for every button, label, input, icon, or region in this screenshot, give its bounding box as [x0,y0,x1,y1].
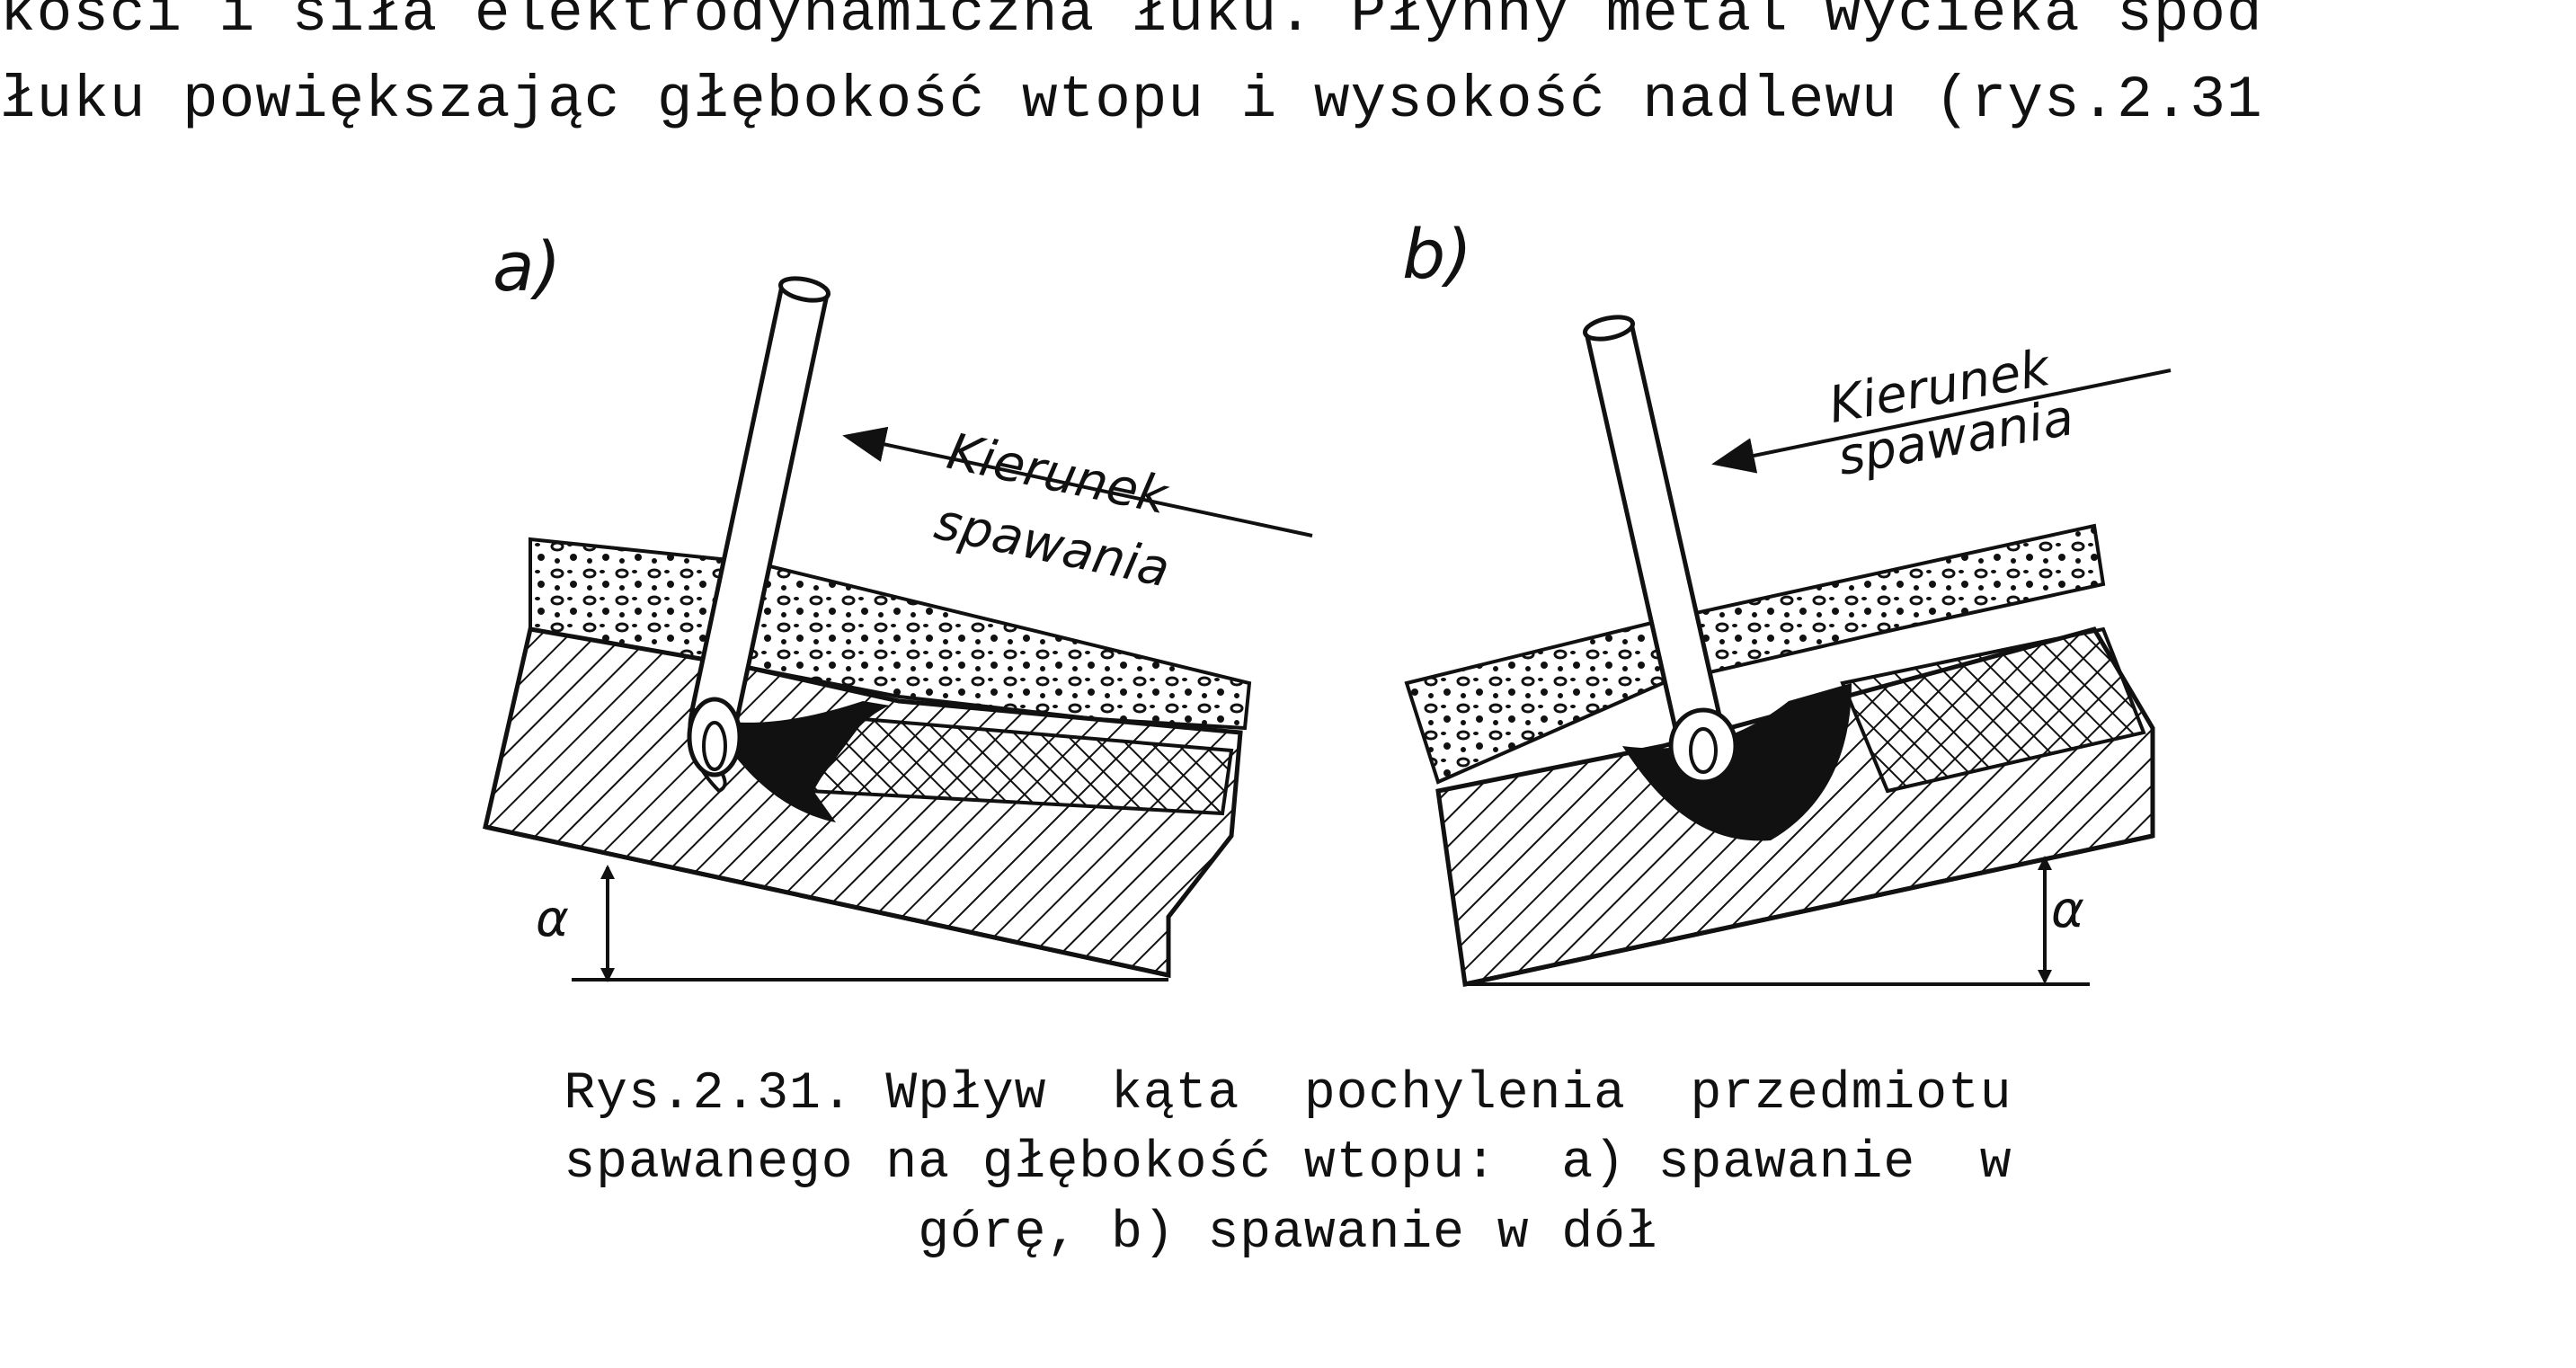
panel-b-direction-arrow [1711,369,2172,474]
panel-b-drawing [1404,315,2172,988]
panel-a-angle-label: α [536,890,569,948]
panel-b-label: b) [1402,214,1472,294]
panel-b-weld-bead [1840,626,2146,794]
panel-a-weld-pool [710,701,890,822]
figure-caption-line-3: górę, b) spawanie w dół [918,1204,1658,1263]
figure-caption-line-2: spawanego na głębokość wtopu: a) spawani… [564,1134,2012,1193]
figure-caption-line-1: Rys.2.31. Wpływ kąta pochylenia przedmio… [564,1065,2012,1124]
panel-a-electrode [687,276,831,777]
panel-b-angle-label: α [2051,881,2084,939]
panel-a-direction-arrow [842,426,1313,537]
body-text-line-2: łuku powiększając głębokość wtopu i wyso… [0,67,2263,134]
panel-b-weld-pool [1622,683,1852,841]
panel-b-flux-layer [1404,523,2106,785]
body-text-line-1: kości i siła elektrodynamiczna łuku. Pły… [0,0,2263,48]
panel-a-drawing [483,276,1313,982]
panel-a-label: a) [493,227,562,306]
panel-b-electrode [1582,315,1738,785]
